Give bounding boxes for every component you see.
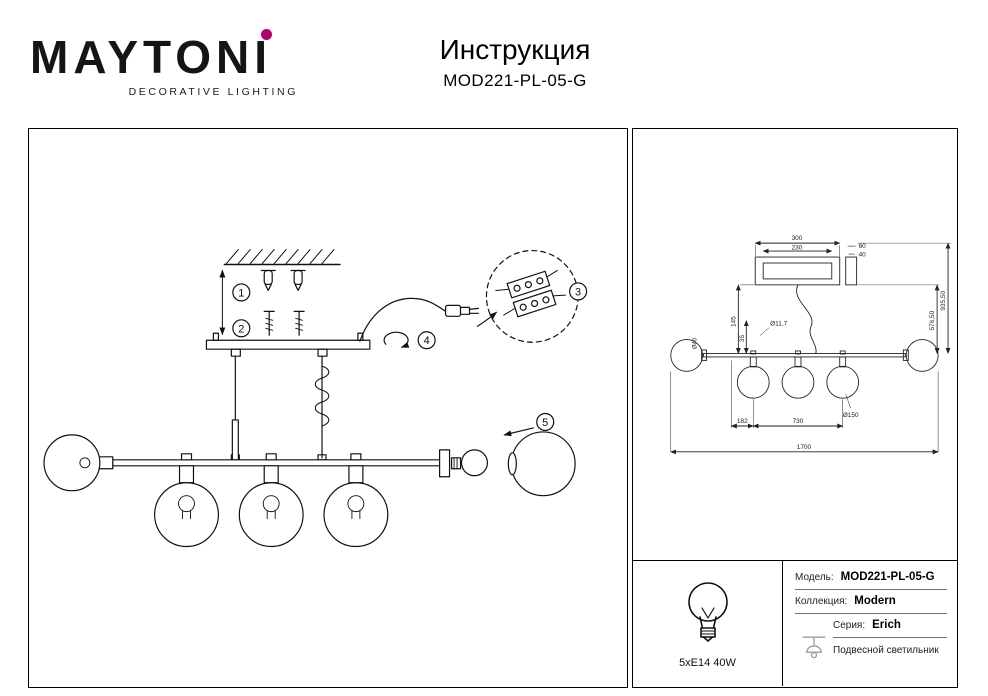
spec-row-series: Серия: Erich: [833, 614, 947, 638]
bulb-spec-label: 5xE14 40W: [679, 657, 736, 669]
dim-dia150: Ø150: [843, 412, 859, 419]
dim-730: 730: [793, 418, 804, 425]
spec-row-model: Модель: MOD221-PL-05-G: [795, 566, 947, 590]
dim-dia40: Ø40: [693, 337, 699, 349]
step-2-number: 2: [238, 323, 244, 335]
spec-table: Модель: MOD221-PL-05-G Коллекция: Modern: [783, 561, 957, 686]
spec-bottom-row: 5xE14 40W Модель: MOD221-PL-05-G Коллекц…: [633, 561, 957, 686]
assembly-diagram: 1 2: [43, 249, 588, 548]
mounting-screws: [263, 310, 305, 336]
step-5-number: 5: [542, 417, 548, 429]
model-number: MOD221-PL-05-G: [443, 71, 587, 90]
step-2-marker: 2: [232, 319, 251, 338]
step-1-number: 1: [238, 287, 244, 299]
hanging-globes: [154, 453, 389, 548]
step-3-number: 3: [575, 286, 581, 298]
wiring-detail: [485, 249, 579, 343]
dim-60: 60: [859, 243, 867, 250]
ceiling-plate: [205, 332, 371, 357]
canopy-views: [754, 256, 858, 286]
dim-935: 935,50: [940, 290, 947, 310]
terminal-block: [495, 269, 566, 318]
bottom-dimensions: 182 730 Ø150 1700: [670, 360, 939, 455]
dim-40: 40: [859, 252, 867, 259]
dim-145: 145: [730, 316, 737, 327]
top-dimensions: 300 230 60 40: [754, 235, 867, 259]
wall-plugs: [260, 269, 306, 292]
end-shade: [507, 431, 576, 497]
dim-300: 300: [792, 235, 803, 242]
step-4-number: 4: [424, 335, 430, 347]
suspension-rod-left: [230, 355, 240, 461]
spec-row-collection: Коллекция: Modern: [795, 590, 947, 614]
step-1-marker: 1: [232, 283, 251, 302]
spec-panel: 300 230 60 40 145 35 Ø11,7 Ø4: [632, 128, 958, 688]
hanging-wire: [796, 284, 817, 354]
dim-35: 35: [739, 335, 746, 343]
dim-230: 230: [792, 245, 803, 252]
end-bulb: [450, 449, 489, 477]
spec-value-model: MOD221-PL-05-G: [840, 571, 935, 583]
dimension-diagram: 300 230 60 40 145 35 Ø11,7 Ø4: [670, 235, 952, 455]
bulb-spec: 5xE14 40W: [633, 561, 783, 686]
suspension-rod-right: [314, 355, 330, 461]
step-5-marker: 5: [503, 412, 555, 437]
step-3-marker: 3: [569, 282, 588, 301]
spec-bottom-block: Серия: Erich Подвесной светильник: [795, 614, 947, 682]
bulb-icon: [687, 582, 728, 642]
doc-title: Инструкция: [439, 34, 591, 65]
ceiling-hatch: [223, 249, 341, 266]
left-dimensions: 145 35 Ø11,7 Ø40: [693, 284, 788, 354]
spec-bottom-col: Серия: Erich Подвесной светильник: [833, 614, 947, 682]
brand-tagline: DECORATIVE LIGHTING: [128, 86, 298, 98]
dim-576: 576,50: [929, 310, 936, 330]
maytoni-logo: MAYTONI DECORATIVE LIGHTING: [30, 29, 298, 98]
right-dimensions: 576,50 935,50: [857, 242, 952, 354]
bar-and-globes: [670, 339, 939, 399]
spec-label-series: Серия:: [833, 619, 866, 631]
detail-arrow: [476, 311, 498, 327]
spec-label-model: Модель:: [795, 571, 834, 583]
power-wire: [359, 297, 480, 342]
dim-dia117: Ø11,7: [770, 321, 788, 328]
brand-name: MAYTONI: [30, 31, 273, 83]
spec-value-series: Erich: [872, 619, 901, 631]
product-type: Подвесной светильник: [833, 645, 939, 656]
spec-label-collection: Коллекция:: [795, 595, 848, 607]
dim-182: 182: [737, 418, 748, 425]
fixture-bar: [43, 434, 451, 492]
dim-1700: 1700: [797, 444, 812, 451]
step-4-marker: 4: [383, 331, 436, 350]
assembly-panel: 1 2: [28, 128, 628, 688]
brand-dot-icon: [261, 29, 273, 40]
dimension-drawing: 300 230 60 40 145 35 Ø11,7 Ø4: [633, 129, 957, 561]
spec-value-collection: Modern: [854, 595, 896, 607]
pendant-lamp-icon: [795, 614, 833, 682]
title-block: Инструкция MOD221-PL-05-G: [365, 34, 665, 91]
